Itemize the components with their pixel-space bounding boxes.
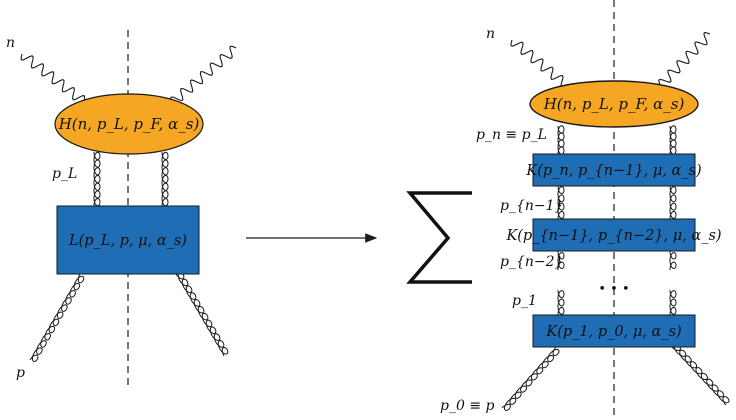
left-diagram: H(n, p_L, p_F, α_s) L(p_L, p, μ, α_s) n … (6, 30, 237, 385)
left-label-pL: p_L (52, 166, 77, 182)
right-label-pn2: p_{n−2} (500, 254, 563, 270)
gluon-rung-r3b (669, 250, 677, 271)
right-label-n: n (486, 26, 495, 42)
left-label-n: n (6, 35, 15, 51)
gluon-rung-r4a (557, 289, 565, 316)
gluon-leg-left-b (175, 271, 229, 357)
summation-icon (406, 191, 472, 284)
gluon-leg-left-a (29, 273, 85, 363)
hard-blob-left (54, 93, 204, 155)
gluon-line-left-b (161, 151, 169, 207)
gluon-leg-right-a (501, 346, 560, 411)
photon-line-left-a (20, 53, 96, 109)
kernel-box-top (532, 153, 696, 187)
gluon-rung-r1b (669, 125, 677, 155)
sum-symbol-text: ∑ (440, 239, 441, 241)
photon-line-right-a (510, 39, 574, 91)
jet-box-left (56, 205, 200, 275)
photon-line-left-b (163, 45, 237, 110)
kernel-box-bottom (532, 314, 696, 348)
kernel-box-top-label: K(p_n, p_{n−1}, μ, α_s) (525, 163, 701, 179)
kernel-box-mid (532, 218, 696, 252)
kernel-box-bottom-label: K(p_1, p_0, μ, α_s) (545, 324, 681, 340)
right-label-p1: p_1 (512, 293, 537, 309)
gluon-leg-right-b (671, 343, 730, 406)
gluon-rung-r4b (669, 289, 677, 316)
gluon-rung-r2a (557, 185, 565, 220)
hard-blob-right (529, 80, 699, 128)
gluon-rung-r3a (557, 250, 565, 271)
left-label-p: p (16, 365, 25, 381)
gluon-rung-r2b (669, 185, 677, 220)
photon-line-right-b (656, 32, 711, 93)
kernel-box-mid-label: K(p_{n−1}, p_{n−2}, μ, α_s) (505, 228, 721, 244)
right-label-p0-eq-p: p_0 ≡ p (440, 398, 495, 414)
right-label-pn-eq-pL: p_n ≡ p_L (476, 127, 547, 143)
right-label-pn1: p_{n−1} (500, 198, 563, 214)
gluon-line-left-a (93, 151, 101, 207)
hard-blob-right-label: H(n, p_L, p_F, α_s) (543, 95, 685, 113)
right-diagram: H(n, p_L, p_F, α_s) K(p_n, p_{n−1}, μ, α… (440, 0, 730, 420)
ladder-ellipsis: • • • (598, 282, 629, 297)
jet-box-left-label: L(p_L, p, μ, α_s) (68, 233, 187, 249)
hard-blob-left-label: H(n, p_L, p_F, α_s) (58, 115, 200, 133)
gluon-rung-r1a (557, 125, 565, 155)
